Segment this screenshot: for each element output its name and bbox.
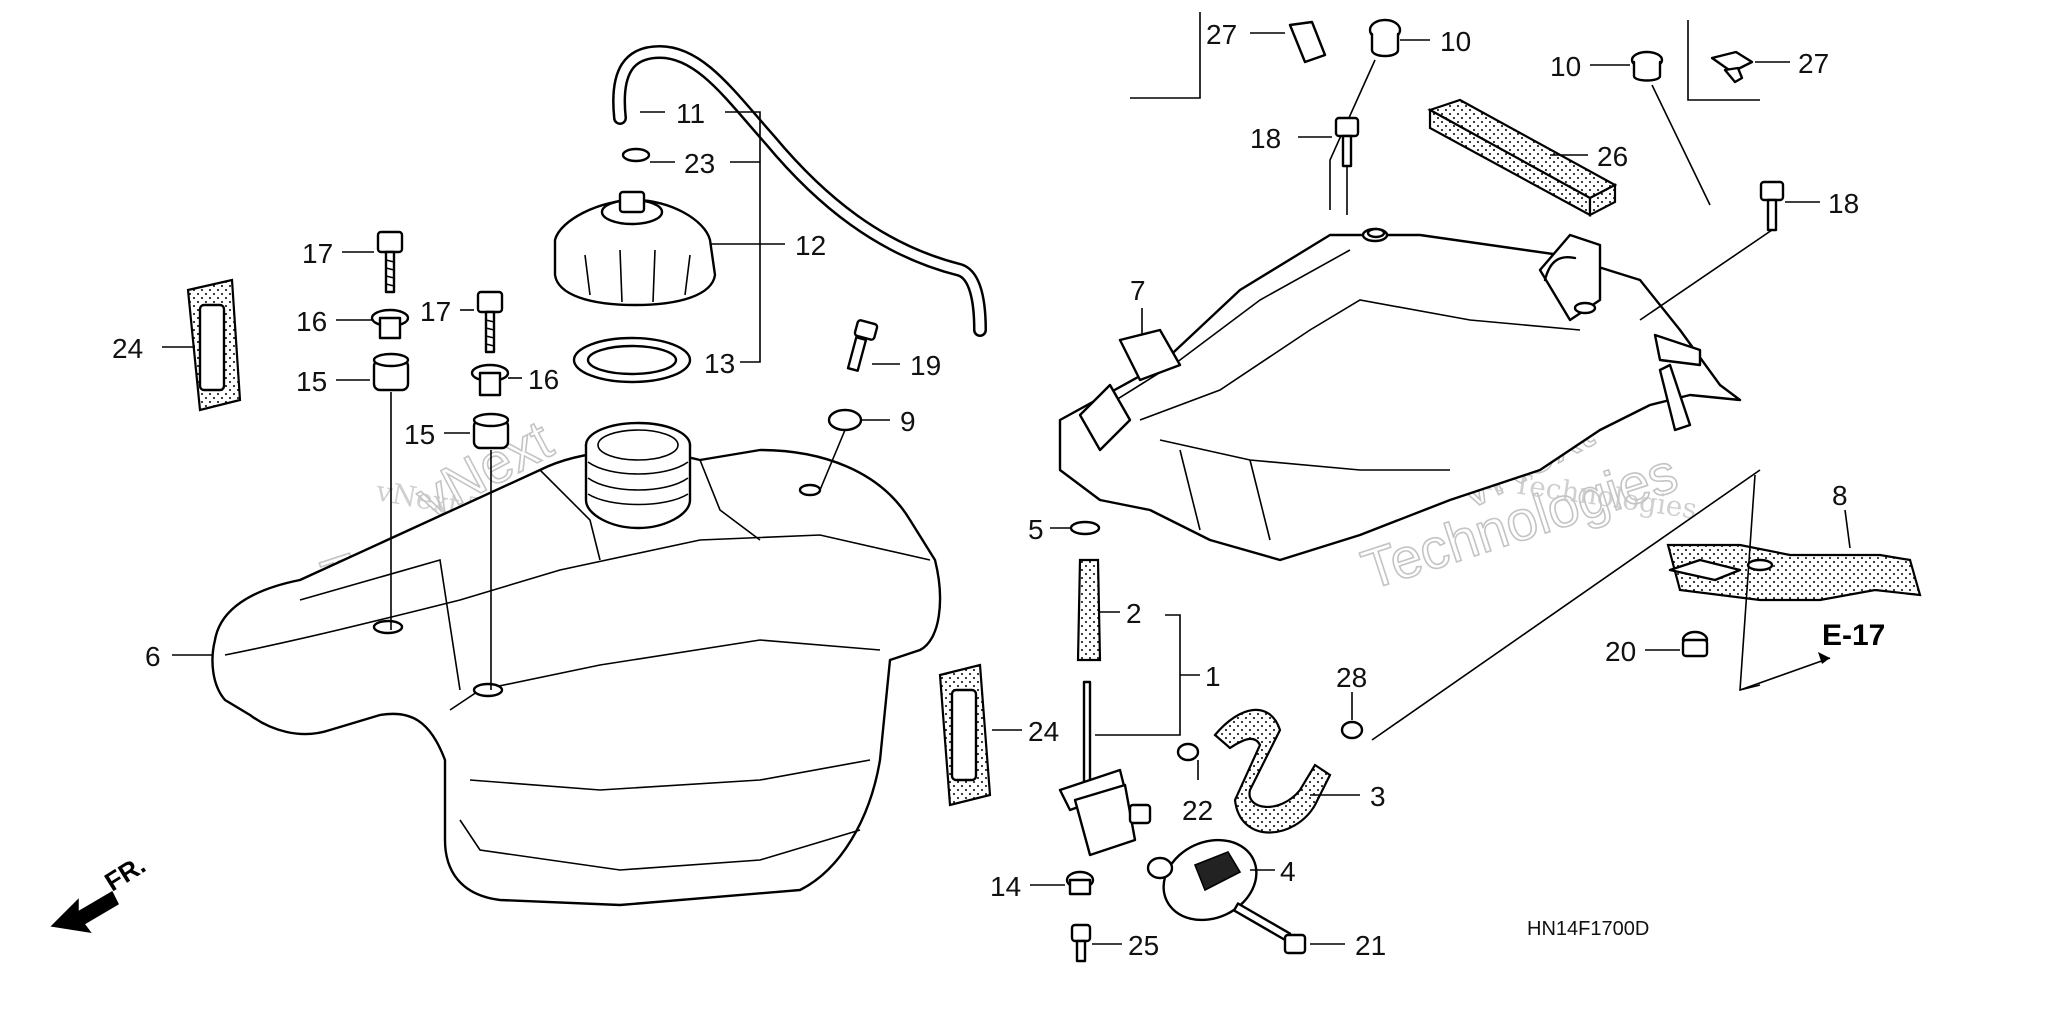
callout-28: 28 — [1336, 662, 1367, 693]
mount-hardware-left — [370, 230, 510, 690]
reference-label: E-17 — [1822, 619, 1885, 652]
callout-24-right: 24 — [1028, 716, 1059, 747]
callout-21: 21 — [1355, 930, 1386, 961]
rubber-band-left — [186, 278, 242, 412]
fuel-tank-cover — [1058, 227, 1742, 562]
callout-18-left: 18 — [1250, 123, 1281, 154]
callout-9: 9 — [900, 406, 916, 437]
callout-14: 14 — [990, 871, 1021, 902]
callout-2: 2 — [1126, 598, 1142, 629]
callout-22: 22 — [1182, 795, 1213, 826]
top-fasteners — [1130, 12, 1760, 210]
callout-5: 5 — [1028, 514, 1044, 545]
diagram-code: HN14F1700D — [1527, 918, 1649, 940]
protector-plate — [1666, 474, 1922, 692]
callout-24-left: 24 — [112, 333, 143, 364]
callout-16-mid: 16 — [528, 364, 559, 395]
callout-11: 11 — [676, 98, 705, 129]
callout-1: 1 — [1205, 661, 1221, 692]
sponge-seal — [1427, 98, 1618, 217]
callout-27-right: 27 — [1798, 48, 1829, 79]
front-arrow-icon — [50, 890, 119, 934]
valve-knob — [1146, 838, 1307, 955]
front-label: FR. — [99, 849, 150, 897]
fuel-cap — [553, 190, 717, 384]
callout-27-left: 27 — [1206, 19, 1237, 50]
callout-19: 19 — [910, 350, 941, 381]
callout-15-mid: 15 — [404, 419, 435, 450]
callout-4: 4 — [1280, 856, 1296, 887]
fuel-hose — [1176, 708, 1364, 834]
callouts: 1 2 3 4 5 6 7 8 9 10 10 11 23 — [112, 19, 1859, 961]
callout-7: 7 — [1130, 275, 1146, 306]
callout-10-top: 10 — [1440, 26, 1471, 57]
callout-26: 26 — [1597, 141, 1628, 172]
callout-25: 25 — [1128, 930, 1159, 961]
screw-grommet — [819, 319, 879, 491]
callout-20: 20 — [1605, 636, 1636, 667]
callout-13: 13 — [704, 348, 735, 379]
callout-16-left: 16 — [296, 306, 327, 337]
leader-28-plate — [1371, 469, 1761, 741]
fuel-tank — [211, 421, 942, 907]
callout-6: 6 — [145, 641, 161, 672]
callout-10-right: 10 — [1550, 51, 1581, 82]
callout-23: 23 — [684, 148, 715, 179]
callout-17-left: 17 — [302, 238, 333, 269]
fuel-valve-assembly — [1058, 520, 1152, 963]
callout-15-left: 15 — [296, 366, 327, 397]
rubber-band-right — [938, 663, 992, 807]
callout-8: 8 — [1832, 480, 1848, 511]
bolts-18 — [1334, 116, 1785, 321]
callout-17-mid: 17 — [420, 296, 451, 327]
callout-18-right: 18 — [1828, 188, 1859, 219]
callout-3: 3 — [1370, 781, 1386, 812]
callout-12: 12 — [795, 230, 826, 261]
breather-hose — [612, 45, 987, 337]
